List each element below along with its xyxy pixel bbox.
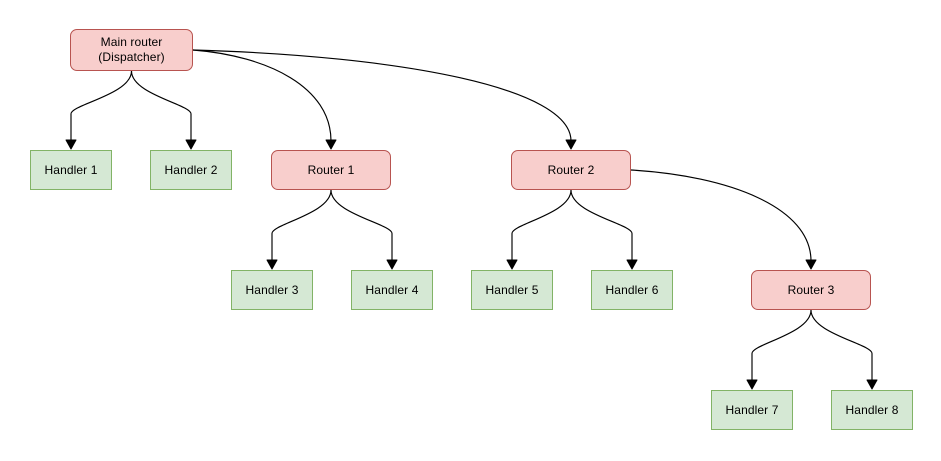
node-label: Handler 1 [44, 162, 98, 177]
node-main-router[interactable]: Main router (Dispatcher) [70, 29, 193, 71]
edge [746, 309, 812, 390]
edge [65, 70, 133, 150]
node-handler-5[interactable]: Handler 5 [471, 270, 553, 310]
node-router-1[interactable]: Router 1 [271, 150, 391, 190]
edge [630, 169, 817, 270]
node-label: Handler 5 [485, 282, 539, 297]
node-router-3[interactable]: Router 3 [751, 270, 871, 310]
edge [192, 49, 577, 150]
edge [130, 70, 197, 150]
node-handler-8[interactable]: Handler 8 [831, 390, 913, 430]
node-handler-3[interactable]: Handler 3 [231, 270, 313, 310]
edge [330, 189, 398, 270]
node-label: Handler 4 [365, 282, 419, 297]
node-handler-6[interactable]: Handler 6 [591, 270, 673, 310]
node-label: Main router (Dispatcher) [98, 35, 165, 64]
edge [266, 189, 332, 270]
node-handler-7[interactable]: Handler 7 [711, 390, 793, 430]
node-label: Handler 7 [725, 402, 779, 417]
node-label: Handler 8 [845, 402, 899, 417]
edge [506, 189, 572, 270]
node-router-2[interactable]: Router 2 [511, 150, 631, 190]
node-label: Handler 2 [164, 162, 218, 177]
node-label: Router 3 [787, 282, 835, 297]
node-label: Router 1 [307, 162, 355, 177]
node-label: Handler 6 [605, 282, 659, 297]
node-label: Router 2 [547, 162, 595, 177]
node-handler-4[interactable]: Handler 4 [351, 270, 433, 310]
node-label: Handler 3 [245, 282, 299, 297]
edge [810, 309, 878, 390]
node-handler-1[interactable]: Handler 1 [30, 150, 112, 190]
edge [570, 189, 638, 270]
edge [192, 49, 337, 150]
node-handler-2[interactable]: Handler 2 [150, 150, 232, 190]
